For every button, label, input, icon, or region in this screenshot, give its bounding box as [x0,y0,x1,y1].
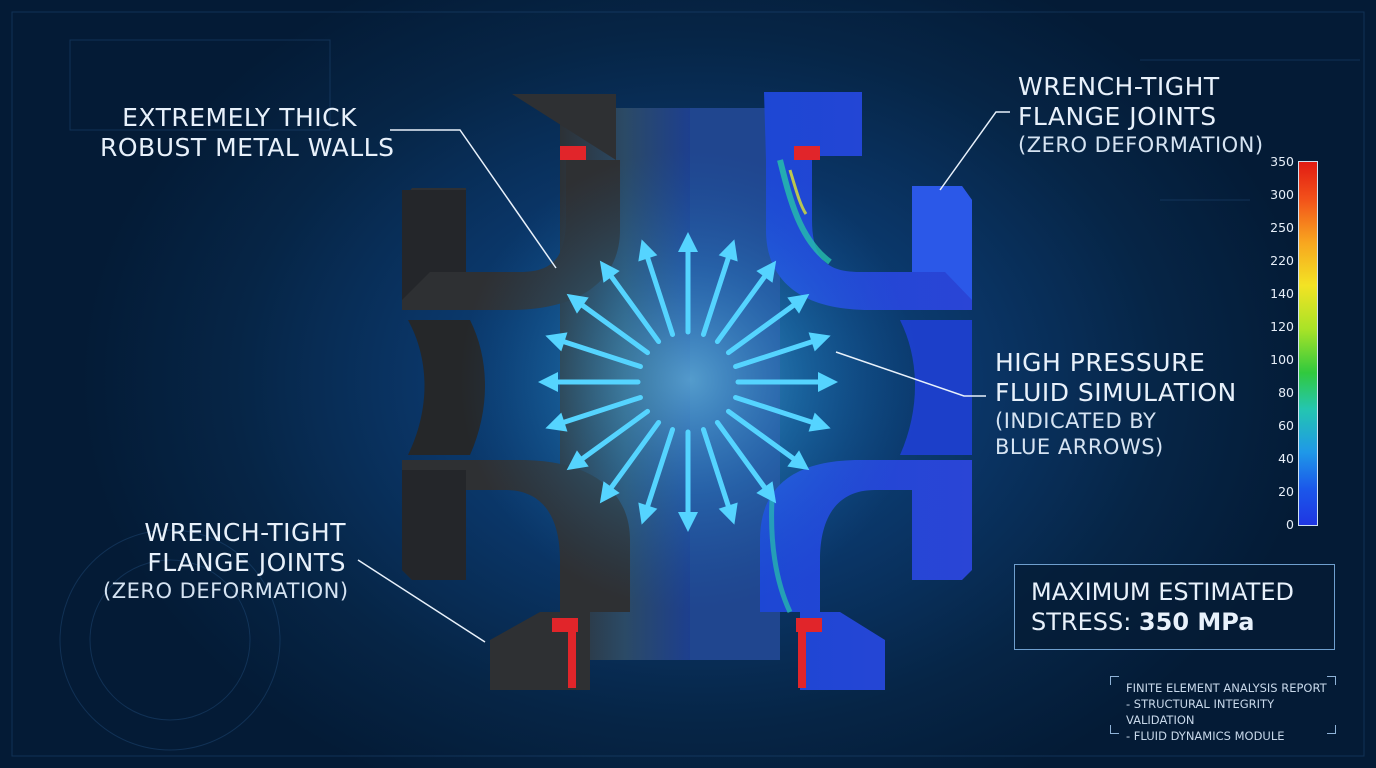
seal-top-left [560,146,586,160]
label-flange-bl-line3: (ZERO DEFORMATION) [103,579,349,603]
color-scale-tick: 40 [1278,451,1294,466]
color-scale-tick: 100 [1270,352,1294,367]
report-corner-br [1327,725,1336,734]
pressure-arrow [714,260,777,345]
pressure-glow [448,140,928,620]
report-line1: FINITE ELEMENT ANALYSIS REPORT [1126,681,1327,695]
label-flange-tr-line2: FLANGE JOINTS [1018,102,1217,131]
pressure-arrow [599,260,662,345]
label-pressure-line4: BLUE ARROWS) [995,435,1164,459]
leader-pressure [835,351,986,397]
label-pressure-line2: FLUID SIMULATION [995,378,1237,407]
label-flange-bottom-left: WRENCH-TIGHT FLANGE JOINTS (ZERO DEFORMA… [103,518,349,604]
hud-background [11,11,1365,757]
color-scale-tick: 300 [1270,187,1294,202]
label-thick-walls: EXTREMELY THICK ROBUST METAL WALLS [100,103,394,163]
color-scale-tick: 220 [1270,253,1294,268]
leader-walls [390,129,557,269]
label-pressure-line3: (INDICATED BY [995,409,1157,433]
max-stress-value: 350 MPa [1138,608,1255,636]
pressure-arrow [566,293,651,356]
color-scale-tick: 140 [1270,286,1294,301]
label-pressure-line1: HIGH PRESSURE [995,348,1206,377]
seal-top-right [794,146,820,160]
label-flange-bl-line1: WRENCH-TIGHT [144,518,346,547]
color-scale-tick: 0 [1286,517,1294,532]
pressure-arrow [678,429,698,532]
pressure-arrow [725,408,810,471]
color-scale-tick: 60 [1278,418,1294,433]
color-scale-tick: 80 [1278,385,1294,400]
report-corner-tr [1327,676,1336,685]
label-flange-bl-line2: FLANGE JOINTS [147,548,346,577]
report-corner-tl [1110,676,1119,685]
pressure-arrow [638,239,676,337]
label-flange-top-right: WRENCH-TIGHT FLANGE JOINTS (ZERO DEFORMA… [1018,72,1264,158]
color-scale-tick: 120 [1270,319,1294,334]
label-walls-line1: EXTREMELY THICK [122,103,357,132]
report-note: FINITE ELEMENT ANALYSIS REPORT - STRUCTU… [1110,676,1336,743]
stress-color-bar [1298,161,1318,526]
leader-flange-top-right [939,111,1010,191]
pressure-arrow [735,372,838,392]
label-flange-tr-line1: WRENCH-TIGHT [1018,72,1220,101]
pressure-arrow [714,419,777,504]
pressure-arrow [700,239,738,337]
pressure-arrow [538,372,641,392]
color-scale-tick: 20 [1278,484,1294,499]
color-scale-tick: 350 [1270,154,1294,169]
pressure-arrow [725,293,810,356]
pressure-arrow [638,427,676,525]
pressure-arrows [538,232,838,532]
pressure-arrow [733,394,831,432]
label-high-pressure: HIGH PRESSURE FLUID SIMULATION (INDICATE… [995,348,1237,460]
pressure-arrow [678,232,698,335]
max-stress-prefix: STRESS: [1031,608,1139,636]
pressure-arrow [700,427,738,525]
report-corner-bl [1110,725,1119,734]
max-stress-panel: MAXIMUM ESTIMATED STRESS: 350 MPa [1014,564,1335,650]
pressure-arrow [566,408,651,471]
leader-lines [357,111,1010,643]
max-stress-heading: MAXIMUM ESTIMATED [1031,578,1294,606]
label-flange-tr-line3: (ZERO DEFORMATION) [1018,133,1264,157]
pressure-arrow [545,394,643,432]
report-line3: - FLUID DYNAMICS MODULE [1126,729,1285,743]
pressure-arrow [733,332,831,370]
pressure-arrow [599,419,662,504]
report-line2: - STRUCTURAL INTEGRITY VALIDATION [1126,697,1275,727]
leader-flange-bottom-left [357,559,486,643]
label-walls-line2: ROBUST METAL WALLS [100,133,395,162]
color-scale-tick: 250 [1270,220,1294,235]
pressure-arrow [545,332,643,370]
